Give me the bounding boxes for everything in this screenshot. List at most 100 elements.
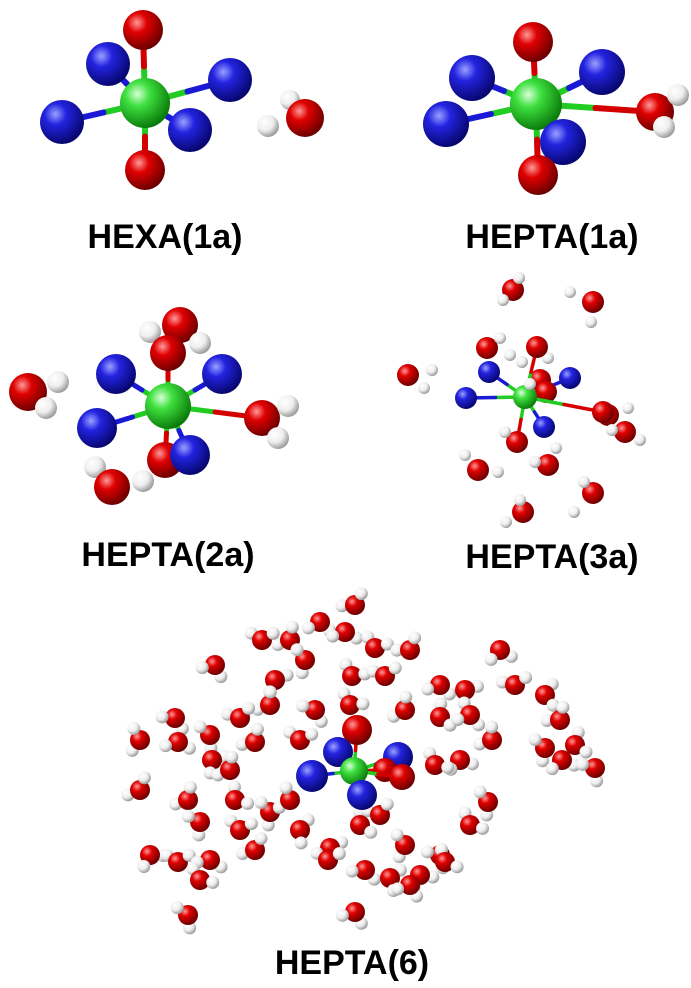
nitrogen-atom — [533, 416, 555, 438]
oxygen-atom — [400, 640, 420, 660]
hydrogen-atom — [244, 817, 258, 831]
hydrogen-atom — [195, 661, 209, 675]
hydrogen-atom — [132, 470, 154, 492]
hydrogen-atom — [250, 722, 264, 736]
hydrogen-atom — [542, 352, 554, 364]
oxygen-atom — [290, 730, 310, 750]
oxygen-atom — [205, 655, 225, 675]
hydrogen-atom — [524, 378, 536, 390]
nitrogen-atom — [96, 354, 136, 394]
label-hepta-3a: HEPTA(3a) — [465, 538, 638, 576]
hydrogen-atom — [335, 908, 349, 922]
oxygen-atom — [482, 730, 502, 750]
oxygen-atom — [125, 150, 165, 190]
oxygen-atom — [435, 852, 455, 872]
oxygen-atom — [513, 22, 553, 62]
oxygen-atom — [168, 732, 188, 752]
panel-hepta-2a — [9, 307, 299, 505]
hydrogen-atom — [285, 620, 299, 634]
hydrogen-atom — [356, 697, 370, 711]
hydrogen-atom — [305, 727, 319, 741]
hydrogen-atom — [399, 690, 413, 704]
hydrogen-atom — [290, 643, 304, 657]
oxygen-atom — [245, 732, 265, 752]
oxygen-atom — [123, 10, 163, 50]
oxygen-atom — [345, 595, 365, 615]
oxygen-atom — [162, 307, 198, 343]
hydrogen-atom — [504, 349, 516, 361]
oxygen-atom — [365, 638, 385, 658]
metal-atom — [513, 385, 537, 409]
oxygen-atom — [460, 705, 480, 725]
oxygen-atom — [512, 501, 534, 523]
hydrogen-atom — [516, 356, 528, 368]
hydrogen-atom — [170, 901, 184, 915]
hydrogen-atom — [451, 712, 465, 726]
hydrogen-atom — [206, 875, 220, 889]
panel-hepta-6 — [121, 587, 605, 935]
hydrogen-atom — [494, 332, 506, 344]
nitrogen-atom — [208, 58, 252, 102]
hydrogen-atom — [513, 272, 525, 284]
hydrogen-atom — [473, 785, 487, 799]
hydrogen-atom — [450, 860, 464, 874]
hydrogen-atom — [301, 621, 315, 635]
hydrogen-atom — [499, 426, 511, 438]
oxygen-atom — [244, 400, 280, 436]
hydrogen-atom — [426, 364, 438, 376]
nitrogen-atom — [323, 737, 353, 767]
hydrogen-atom — [528, 733, 542, 747]
nitrogen-atom — [449, 55, 495, 101]
oxygen-atom — [245, 840, 265, 860]
oxygen-atom — [518, 155, 558, 195]
nitrogen-atom — [347, 780, 377, 810]
oxygen-atom — [592, 401, 614, 423]
hydrogen-atom — [390, 828, 404, 842]
nitrogen-atom — [40, 100, 84, 144]
hydrogen-atom — [335, 599, 349, 613]
hydrogen-atom — [254, 831, 268, 845]
hydrogen-atom — [364, 825, 378, 839]
oxygen-atom — [585, 758, 605, 778]
metal-atom — [340, 757, 368, 785]
hydrogen-atom — [540, 713, 554, 727]
hydrogen-atom — [500, 516, 512, 528]
hydrogen-atom — [183, 780, 197, 794]
oxygen-atom — [265, 670, 285, 690]
hydrogen-atom — [388, 661, 402, 675]
hydrogen-atom — [578, 476, 590, 488]
hydrogen-atom — [137, 771, 151, 785]
oxygen-atom — [335, 622, 355, 642]
oxygen-atom — [130, 730, 150, 750]
hydrogen-atom — [568, 506, 580, 518]
oxygen-atom — [310, 612, 330, 632]
hydrogen-atom — [263, 685, 277, 699]
nitrogen-atom — [478, 361, 500, 383]
hydrogen-atom — [345, 864, 359, 878]
oxygen-atom — [467, 459, 489, 481]
hydrogen-atom — [459, 449, 471, 461]
hydrogen-atom — [127, 722, 141, 736]
oxygen-atom — [430, 675, 450, 695]
hydrogen-atom — [634, 434, 646, 446]
hydrogen-atom — [354, 587, 368, 601]
hydrogen-atom — [242, 701, 256, 715]
oxygen-atom — [506, 431, 528, 453]
hydrogen-atom — [155, 710, 169, 724]
oxygen-atom — [340, 695, 360, 715]
hydrogen-atom — [294, 836, 308, 850]
nitrogen-atom — [296, 760, 328, 792]
oxygen-atom — [502, 279, 524, 301]
label-hepta-1a: HEPTA(1a) — [465, 218, 638, 256]
hydrogen-atom — [519, 671, 533, 685]
oxygen-atom — [150, 335, 186, 371]
oxygen-atom — [526, 336, 548, 358]
oxygen-atom — [140, 845, 160, 865]
metal-atom — [510, 78, 562, 130]
oxygen-atom — [130, 780, 150, 800]
hydrogen-atom — [441, 760, 455, 774]
hydrogen-atom — [277, 395, 299, 417]
oxygen-atom — [286, 99, 324, 137]
hydrogen-atom — [653, 116, 675, 138]
